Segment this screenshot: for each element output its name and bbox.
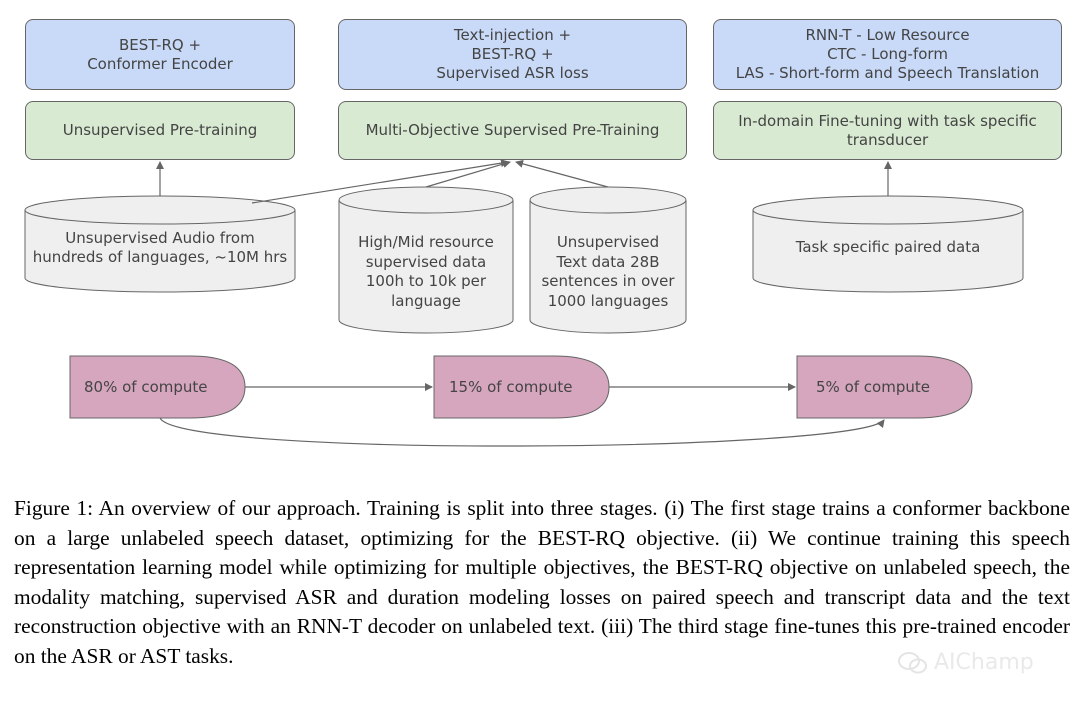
database-supervised-data — [338, 186, 514, 334]
database-label-text: Unsupervised Text data 28B sentences in … — [541, 233, 675, 310]
database-text-data — [529, 186, 687, 334]
compute-label-stage3: 5% of compute — [816, 378, 930, 396]
database-task-specific — [752, 195, 1024, 293]
compute-shape-stage1 — [69, 355, 246, 419]
phase-box-stage1: Unsupervised Pre-training — [25, 101, 295, 160]
objective-box-stage2: Text-injection + BEST-RQ + Supervised AS… — [338, 19, 687, 90]
compute-shape-stage3 — [796, 355, 973, 419]
database-label-audio: Unsupervised Audio from hundreds of lang… — [32, 228, 288, 267]
phase-box-stage3: In-domain Fine-tuning with task specific… — [713, 101, 1062, 160]
arrow-audio-to-multiobjective — [251, 159, 509, 204]
phase-box-stage2: Multi-Objective Supervised Pre-Training — [338, 101, 687, 160]
arrow-text-to-multiobjective — [515, 159, 609, 188]
compute-label-stage2: 15% of compute — [449, 378, 573, 396]
objective-box-stage3: RNN-T - Low Resource CTC - Long-form LAS… — [713, 19, 1062, 90]
database-label-supervised: High/Mid resource supervised data 100h t… — [358, 233, 494, 310]
compute-label-stage1: 80% of compute — [84, 378, 208, 396]
watermark: AIChamp — [898, 650, 1034, 675]
arrow-stage1-to-stage3 — [159, 417, 885, 447]
watermark-text: AIChamp — [934, 650, 1034, 675]
arrow-supervised-to-multiobjective — [425, 160, 511, 188]
database-label-task: Task specific paired data — [795, 238, 981, 257]
wechat-icon — [898, 651, 927, 673]
figure-caption: Figure 1: An overview of our approach. T… — [14, 496, 1070, 668]
objective-box-stage1: BEST-RQ + Conformer Encoder — [25, 19, 295, 90]
